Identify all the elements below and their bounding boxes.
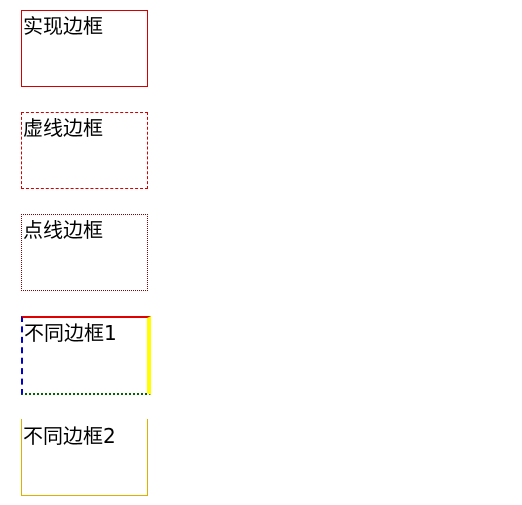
solid-border-box: 实现边框: [21, 10, 148, 87]
mixed-border-box-2: 不同边框2: [21, 419, 148, 496]
solid-border-box-label: 实现边框: [23, 14, 103, 38]
mixed-border-box-1: 不同边框1: [21, 316, 151, 395]
dotted-border-box-label: 点线边框: [23, 218, 103, 242]
mixed-border-box-2-label: 不同边框2: [23, 424, 116, 448]
dashed-border-box-label: 虚线边框: [23, 116, 103, 140]
dotted-border-box: 点线边框: [21, 214, 148, 291]
dashed-border-box: 虚线边框: [21, 112, 148, 189]
mixed-border-box-1-label: 不同边框1: [24, 321, 117, 345]
